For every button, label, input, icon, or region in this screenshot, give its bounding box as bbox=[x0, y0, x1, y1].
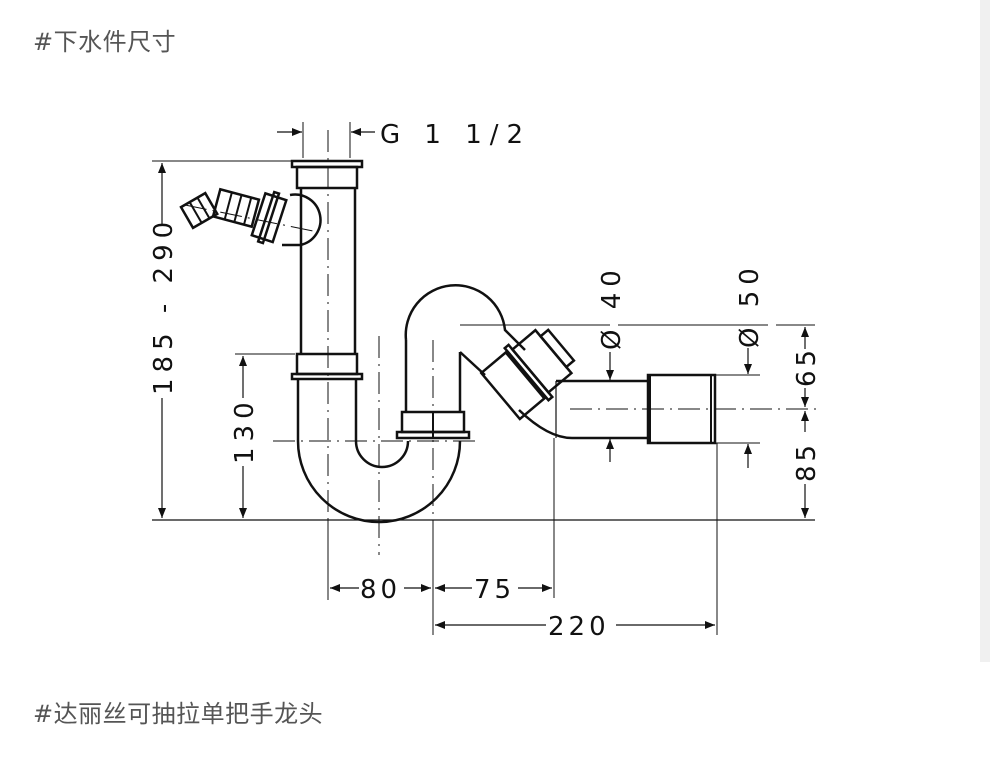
inlet-height-label: 130 bbox=[230, 396, 260, 464]
height-range-label: 185 - 290 bbox=[149, 216, 179, 395]
drain-dimensions-heading: #下水件尺寸 bbox=[33, 28, 177, 56]
trap-width-label: 80 bbox=[360, 575, 401, 605]
side-hose-inlet bbox=[179, 187, 322, 247]
outlet-lower-label: 85 bbox=[792, 441, 822, 482]
bend-offset-label: 75 bbox=[474, 575, 515, 605]
outlet-diameter-small-label: Ø 40 bbox=[597, 264, 627, 350]
thread-label: G 1 1/2 bbox=[380, 120, 531, 150]
scrollbar[interactable] bbox=[980, 0, 990, 662]
outlet-diameter-large-label: Ø 50 bbox=[735, 262, 765, 348]
mid-nut-flange bbox=[290, 372, 364, 381]
trap-inner-bend bbox=[354, 440, 410, 469]
upper-bend-outer bbox=[404, 284, 526, 351]
diagonal-union bbox=[479, 328, 576, 421]
outlet-upper-label: 65 bbox=[792, 346, 822, 387]
outlet-length-label: 220 bbox=[548, 612, 610, 642]
faucet-title-heading: #达丽丝可抽拉单把手龙头 bbox=[33, 700, 324, 728]
mid-nut bbox=[295, 352, 359, 376]
lower-bend bbox=[518, 409, 573, 440]
top-nut bbox=[295, 165, 359, 190]
